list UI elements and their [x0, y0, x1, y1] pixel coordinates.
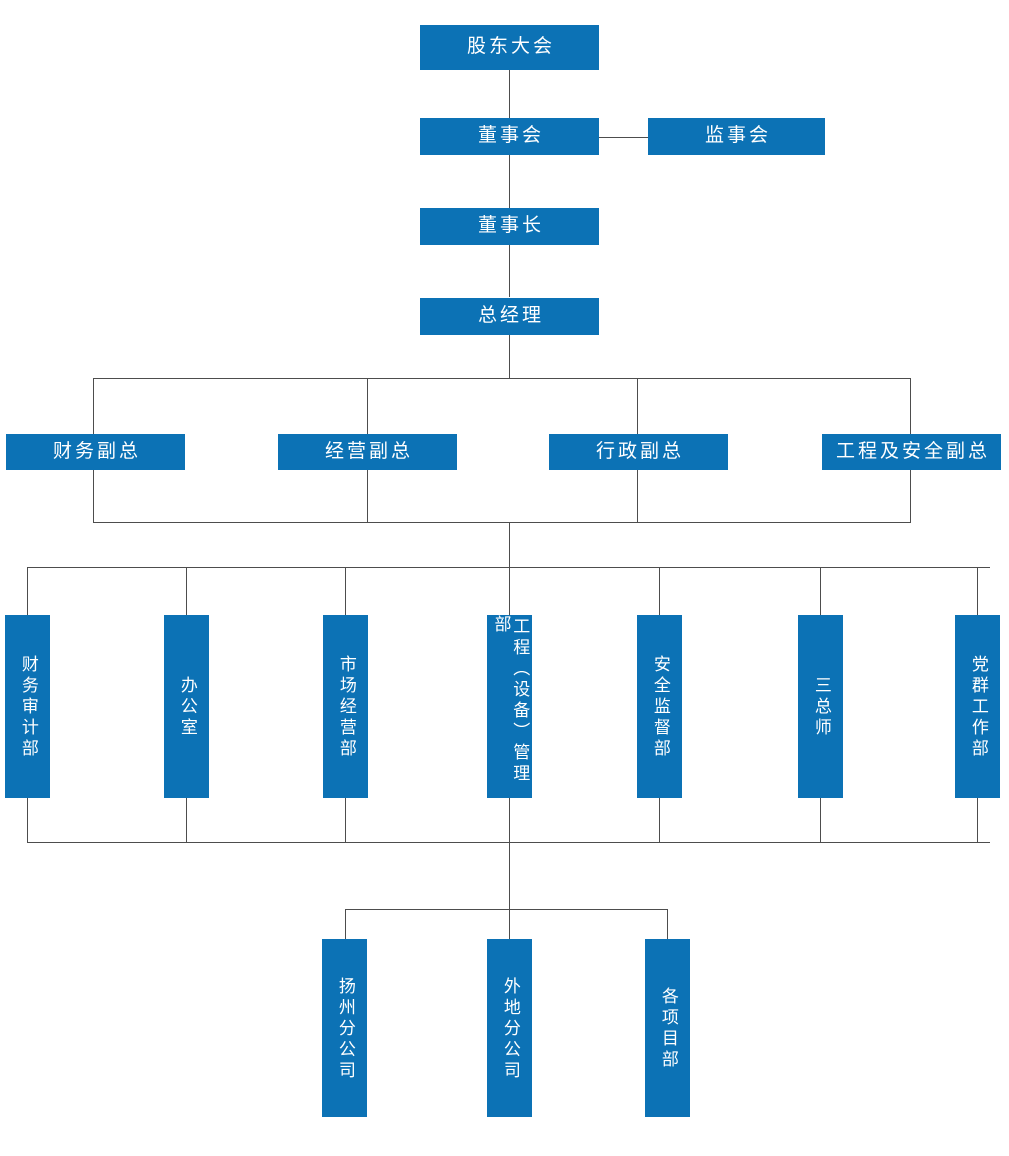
connector-dept-riser-2 — [186, 798, 187, 842]
node-board[interactable]: 董事会 — [420, 118, 599, 155]
node-vp-operations[interactable]: 经营副总 — [278, 434, 457, 470]
node-vp-engineering-safety[interactable]: 工程及安全副总 — [822, 434, 1001, 470]
connector-dept-drop-5 — [659, 567, 660, 615]
connector-dept-drop-6 — [820, 567, 821, 615]
connector-dept-drop-1 — [27, 567, 28, 615]
connector-dept-riser-5 — [659, 798, 660, 842]
node-dept-office[interactable]: 办公室 — [164, 615, 209, 798]
connector-vp-top-bus — [93, 378, 911, 379]
connector-branch-bus — [345, 909, 668, 910]
connector-vp-riser-1 — [93, 470, 94, 522]
connector-board-to-supervisors — [599, 137, 648, 138]
node-dept-safety-supervision[interactable]: 安全监督部 — [637, 615, 682, 798]
connector-vp-drop-3 — [637, 378, 638, 434]
connector-vp-drop-2 — [367, 378, 368, 434]
connector-branch-drop-3 — [667, 909, 668, 939]
node-dept-three-chief-engineers[interactable]: 三总师 — [798, 615, 843, 798]
connector-vp-riser-4 — [910, 470, 911, 522]
connector-branch-drop-2 — [509, 909, 510, 939]
node-branch-outside[interactable]: 外地分公司 — [487, 939, 532, 1117]
node-dept-engineering-equipment[interactable]: 工程（设备）管理部 — [487, 615, 532, 798]
connector-dept-drop-2 — [186, 567, 187, 615]
connector-dept-riser-4 — [509, 798, 510, 842]
connector-dept-top-bus — [27, 567, 990, 568]
node-dept-market-operations[interactable]: 市场经营部 — [323, 615, 368, 798]
connector-dept-riser-6 — [820, 798, 821, 842]
connector-dept-drop-3 — [345, 567, 346, 615]
node-general-manager[interactable]: 总经理 — [420, 298, 599, 335]
node-branch-yangzhou[interactable]: 扬州分公司 — [322, 939, 367, 1117]
connector-board-to-chairman — [509, 155, 510, 208]
node-shareholders[interactable]: 股东大会 — [420, 25, 599, 70]
node-vp-finance[interactable]: 财务副总 — [6, 434, 185, 470]
connector-gm-trunk — [509, 335, 510, 379]
node-supervisors[interactable]: 监事会 — [648, 118, 825, 155]
connector-dept-drop-4 — [509, 567, 510, 615]
node-vp-administration[interactable]: 行政副总 — [549, 434, 728, 470]
connector-dept-riser-3 — [345, 798, 346, 842]
connector-dept-riser-7 — [977, 798, 978, 842]
connector-vp-drop-1 — [93, 378, 94, 434]
node-dept-party-mass-work[interactable]: 党群工作部 — [955, 615, 1000, 798]
connector-vp-bottom-bus — [93, 522, 911, 523]
connector-branch-drop-1 — [345, 909, 346, 939]
connector-dept-riser-1 — [27, 798, 28, 842]
connector-vp-drop-4 — [910, 378, 911, 434]
connector-dept-drop-7 — [977, 567, 978, 615]
node-chairman[interactable]: 董事长 — [420, 208, 599, 245]
connector-vp-riser-3 — [637, 470, 638, 522]
connector-vp-to-dept-trunk — [509, 522, 510, 567]
node-dept-finance-audit[interactable]: 财务审计部 — [5, 615, 50, 798]
connector-chairman-to-gm — [509, 245, 510, 297]
node-branch-projects[interactable]: 各项目部 — [645, 939, 690, 1117]
connector-dept-bottom-bus — [27, 842, 990, 843]
connector-dept-to-branch-trunk — [509, 842, 510, 909]
connector-vp-riser-2 — [367, 470, 368, 522]
connector-shareholders-to-board — [509, 70, 510, 119]
